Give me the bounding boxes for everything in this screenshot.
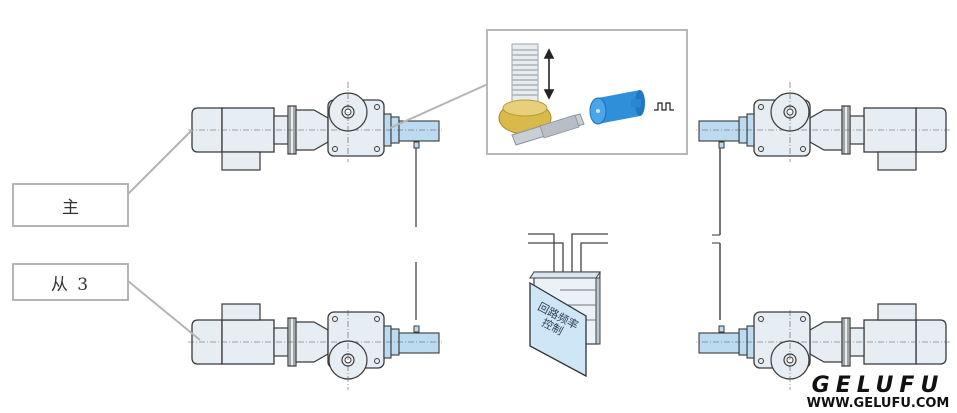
control-cabinet: 回路频率 控制 [528, 233, 608, 378]
geared-motor-master [187, 82, 443, 171]
up-down-arrow-icon [543, 48, 555, 100]
encoder-inset [486, 29, 688, 155]
brand-url: WWW.GELUFU.COM [806, 396, 950, 411]
leader-line-inset [389, 83, 489, 129]
cabinet-door [529, 281, 587, 378]
geared-motor-slave-top-right [695, 82, 951, 171]
leader-line-slave [127, 280, 201, 341]
label-slave-3: 从 3 [12, 263, 129, 301]
geared-motor-slave-bottom-left [187, 303, 443, 390]
leader-line-master [127, 129, 193, 195]
brand-watermark: GELUFU WWW.GELUFU.COM [803, 373, 953, 412]
geared-motor-slave-bottom-right [695, 303, 951, 390]
label-master: 主 [12, 183, 129, 227]
label-slave-text: 从 3 [50, 274, 91, 295]
label-master-text: 主 [62, 197, 79, 218]
brand-logo: GELUFU [811, 373, 945, 398]
pulse-signal-icon [654, 102, 674, 111]
encoder-cable-right [712, 148, 721, 320]
rotary-encoder-icon [589, 90, 645, 125]
